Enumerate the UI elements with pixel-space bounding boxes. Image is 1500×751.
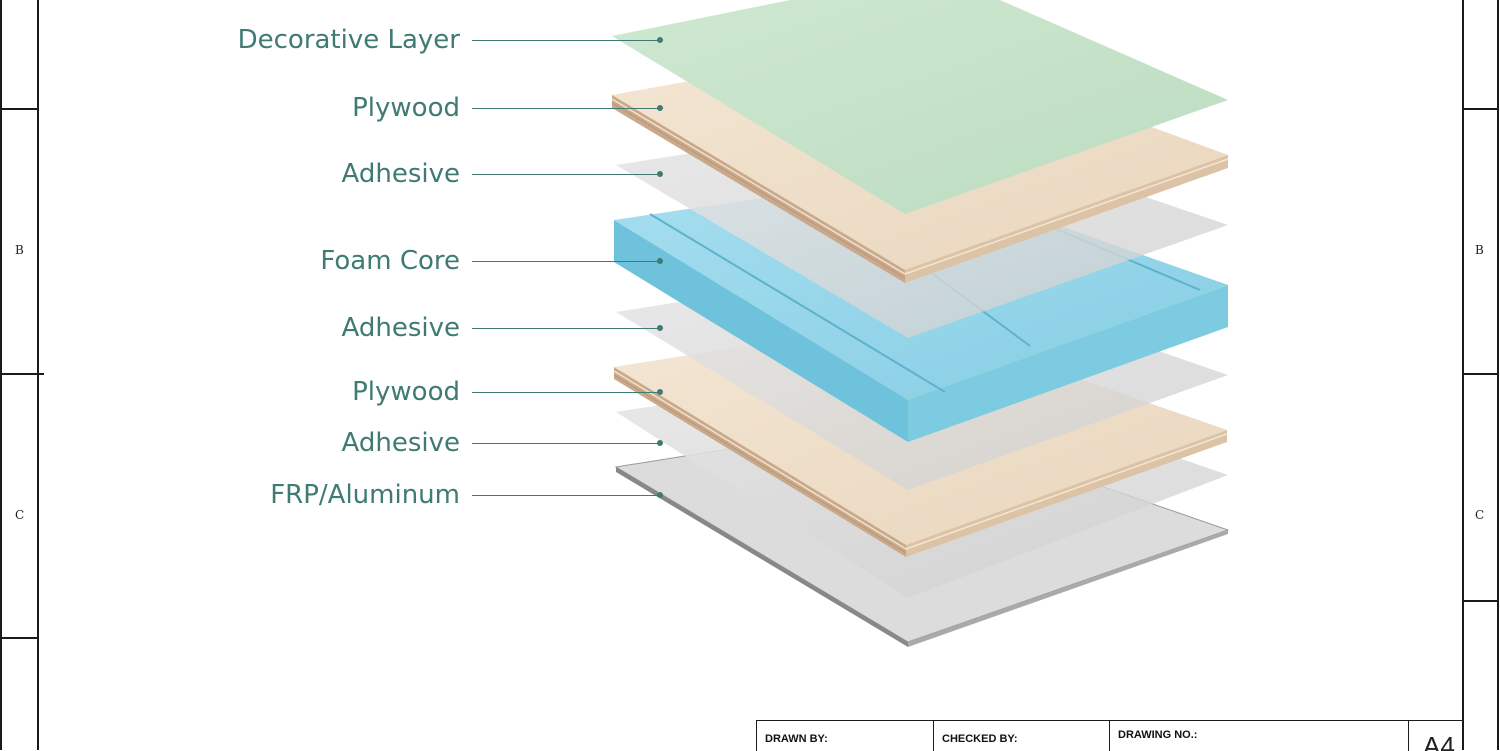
zone-divider-left [0, 637, 38, 639]
zone-letter-right-b: B [1475, 243, 1484, 257]
label-decorative-layer: Decorative Layer [237, 25, 460, 55]
frame-right-outer [1497, 0, 1499, 750]
zone-divider-left [0, 373, 44, 375]
zone-divider-left [0, 108, 38, 110]
label-adhesive-3: Adhesive [341, 428, 460, 458]
label-foam-core: Foam Core [320, 246, 460, 276]
leader-line [472, 443, 660, 444]
leader-dot [657, 389, 663, 395]
leader-line [472, 174, 660, 175]
leader-line [472, 108, 660, 109]
leader-line [472, 392, 660, 393]
leader-line [472, 261, 660, 262]
drawing-number-field: DRAWING NO.: [1110, 721, 1409, 751]
leader-line [472, 328, 660, 329]
drawn-by-field: DRAWN BY: [757, 721, 934, 751]
title-block: DRAWN BY: CHECKED BY: DRAWING NO.: A4 [756, 720, 1463, 751]
label-plywood-bottom: Plywood [352, 377, 460, 407]
leader-line [472, 40, 660, 41]
leader-dot [657, 258, 663, 264]
label-adhesive-1: Adhesive [341, 159, 460, 189]
zone-letter-left-c: C [15, 508, 25, 522]
checked-by-field: CHECKED BY: [934, 721, 1110, 751]
leader-dot [657, 105, 663, 111]
leader-line [472, 495, 660, 496]
zone-divider-right [1462, 600, 1499, 602]
label-plywood-top: Plywood [352, 93, 460, 123]
zone-letter-right-c: C [1475, 508, 1485, 522]
frame-left-outer [0, 0, 2, 750]
zone-divider-right [1462, 373, 1499, 375]
sheet-size: A4 [1423, 731, 1455, 751]
leader-dot [657, 171, 663, 177]
leader-dot [657, 37, 663, 43]
zone-letter-left-b: B [15, 243, 24, 257]
leader-dot [657, 440, 663, 446]
layer-decorative [612, 0, 1228, 214]
frame-left-inner [37, 0, 39, 750]
leader-dot [657, 492, 663, 498]
label-frp-aluminum: FRP/Aluminum [270, 480, 460, 510]
zone-divider-right [1462, 108, 1499, 110]
frame-right-inner [1462, 0, 1464, 750]
label-adhesive-2: Adhesive [341, 313, 460, 343]
leader-dot [657, 325, 663, 331]
